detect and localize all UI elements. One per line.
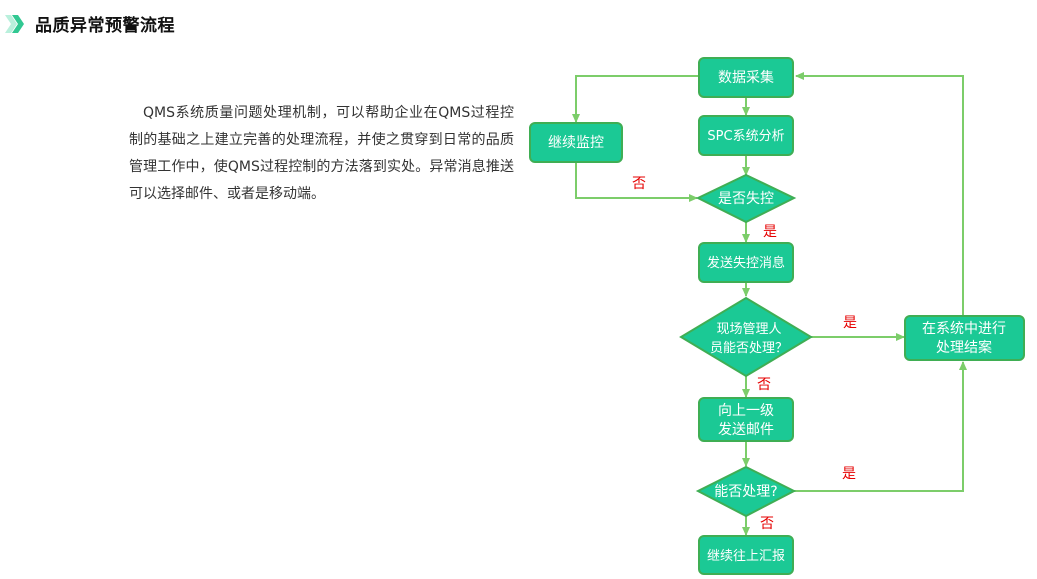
node-continue-monitor: 继续监控 (529, 122, 623, 163)
node-system-close: 在系统中进行 处理结案 (904, 315, 1025, 361)
edge-collect-to-monitor (572, 75, 699, 123)
node-out-of-control: 是否失控 (695, 173, 797, 224)
page-title: 品质异常预警流程 (35, 16, 175, 36)
node-spc-analysis-label: SPC系统分析 (707, 129, 784, 144)
node-can-handle-label: 能否处理? (714, 484, 777, 500)
node-upward-email: 向上一级 发送邮件 (698, 397, 794, 442)
node-data-collect-label: 数据采集 (718, 69, 774, 86)
edge-label-no-upward: 否 (757, 377, 771, 393)
node-system-close-line1: 在系统中进行 (922, 321, 1006, 337)
edge-label-yes-send: 是 (763, 224, 777, 240)
description-text: QMS系统质量问题处理机制，可以帮助企业在QMS过程控制的基础之上建立完善的处理… (129, 105, 514, 202)
node-out-of-control-label: 是否失控 (718, 191, 774, 207)
edge-label-no-monitor: 否 (632, 176, 646, 192)
flow-edges (572, 72, 967, 536)
node-report-up-label: 继续往上汇报 (707, 549, 785, 564)
edge-system-to-collect (795, 72, 964, 316)
node-can-handle: 能否处理? (695, 465, 797, 518)
edge-label-yes-onsite: 是 (843, 315, 857, 331)
node-send-message: 发送失控消息 (698, 242, 794, 283)
flow-nodes: 数据采集 SPC系统分析 继续监控 是否失控 发送失控消息 现场管理人 员能否处… (529, 57, 1025, 575)
double-chevron-icon (5, 14, 24, 33)
node-report-up: 继续往上汇报 (698, 535, 794, 575)
node-continue-monitor-label: 继续监控 (548, 134, 604, 151)
edge-monitor-to-judge (575, 162, 698, 202)
node-system-close-line2: 处理结案 (936, 339, 992, 356)
node-send-message-label: 发送失控消息 (707, 255, 785, 271)
edge-labels: 否 是 是 否 是 否 (632, 176, 857, 532)
page-header: 品质异常预警流程 (4, 11, 175, 36)
node-onsite-handle-line2: 员能否处理？ (710, 341, 788, 356)
node-data-collect: 数据采集 (698, 57, 794, 98)
node-onsite-handle: 现场管理人 员能否处理？ (679, 296, 813, 378)
node-upward-email-line2: 发送邮件 (718, 422, 774, 438)
edge-label-yes-canhandle: 是 (842, 466, 856, 482)
node-onsite-handle-line1: 现场管理人 (716, 322, 781, 337)
node-upward-email-line1: 向上一级 (718, 403, 774, 419)
edge-label-no-report: 否 (760, 516, 774, 532)
edge-canhandle-to-system (794, 361, 967, 492)
node-spc-analysis: SPC系统分析 (698, 115, 794, 156)
